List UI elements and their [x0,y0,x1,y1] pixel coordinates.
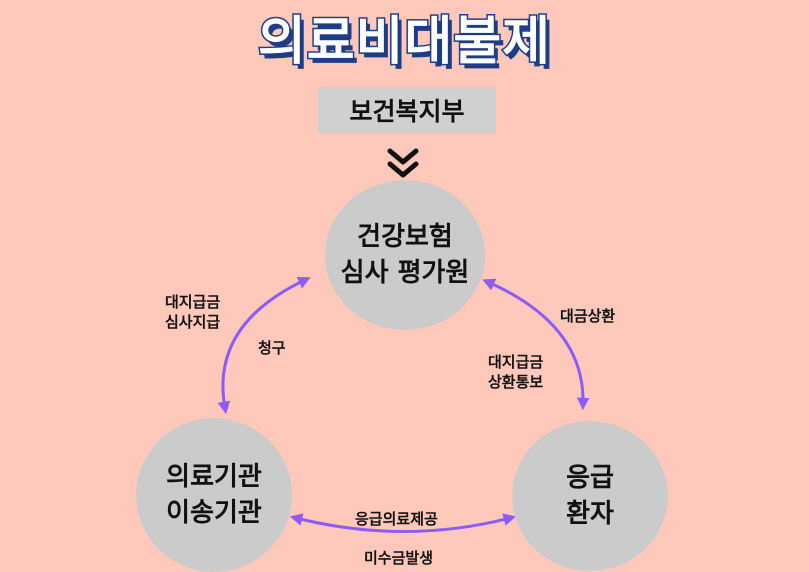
label-repayment-notice: 대지급금 상환통보 [488,352,543,392]
ministry-label-box: 보건복지부 [318,87,496,133]
arrow-top-left [217,277,311,415]
node-left-line1: 의료기관 [166,462,262,492]
label-payment-review: 대지급금 심사지급 [165,292,220,332]
label-claim: 청구 [258,339,286,357]
node-medical-institution: 의료기관 이송기관 [136,418,292,572]
diagram-title: 의료비대불제 [256,11,552,74]
label-emergency-care: 응급의료제공 [355,510,438,528]
label-payment-review-line1: 대지급금 [165,293,221,311]
node-health-insurance-review: 건강보험 심사 평가원 [325,180,485,330]
node-emergency-patient: 응급 환자 [512,421,668,571]
node-top-line1: 건강보험 [357,222,453,252]
label-repayment: 대금상환 [560,307,616,325]
label-payment-review-line2: 심사지급 [165,313,221,331]
label-unpaid: 미수금발생 [364,549,434,567]
node-top-line2: 심사 평가원 [340,258,470,288]
node-right-line2: 환자 [566,499,614,529]
arrow-top-right [482,278,590,411]
label-repayment-notice-line2: 상환통보 [488,373,544,391]
arrow-bottom [289,513,517,533]
node-right-line1: 응급 [566,463,614,493]
node-left-line2: 이송기관 [166,498,262,528]
double-chevron-down-icon [387,148,419,178]
label-repayment-notice-line1: 대지급금 [488,353,544,371]
ministry-label: 보건복지부 [349,97,465,126]
